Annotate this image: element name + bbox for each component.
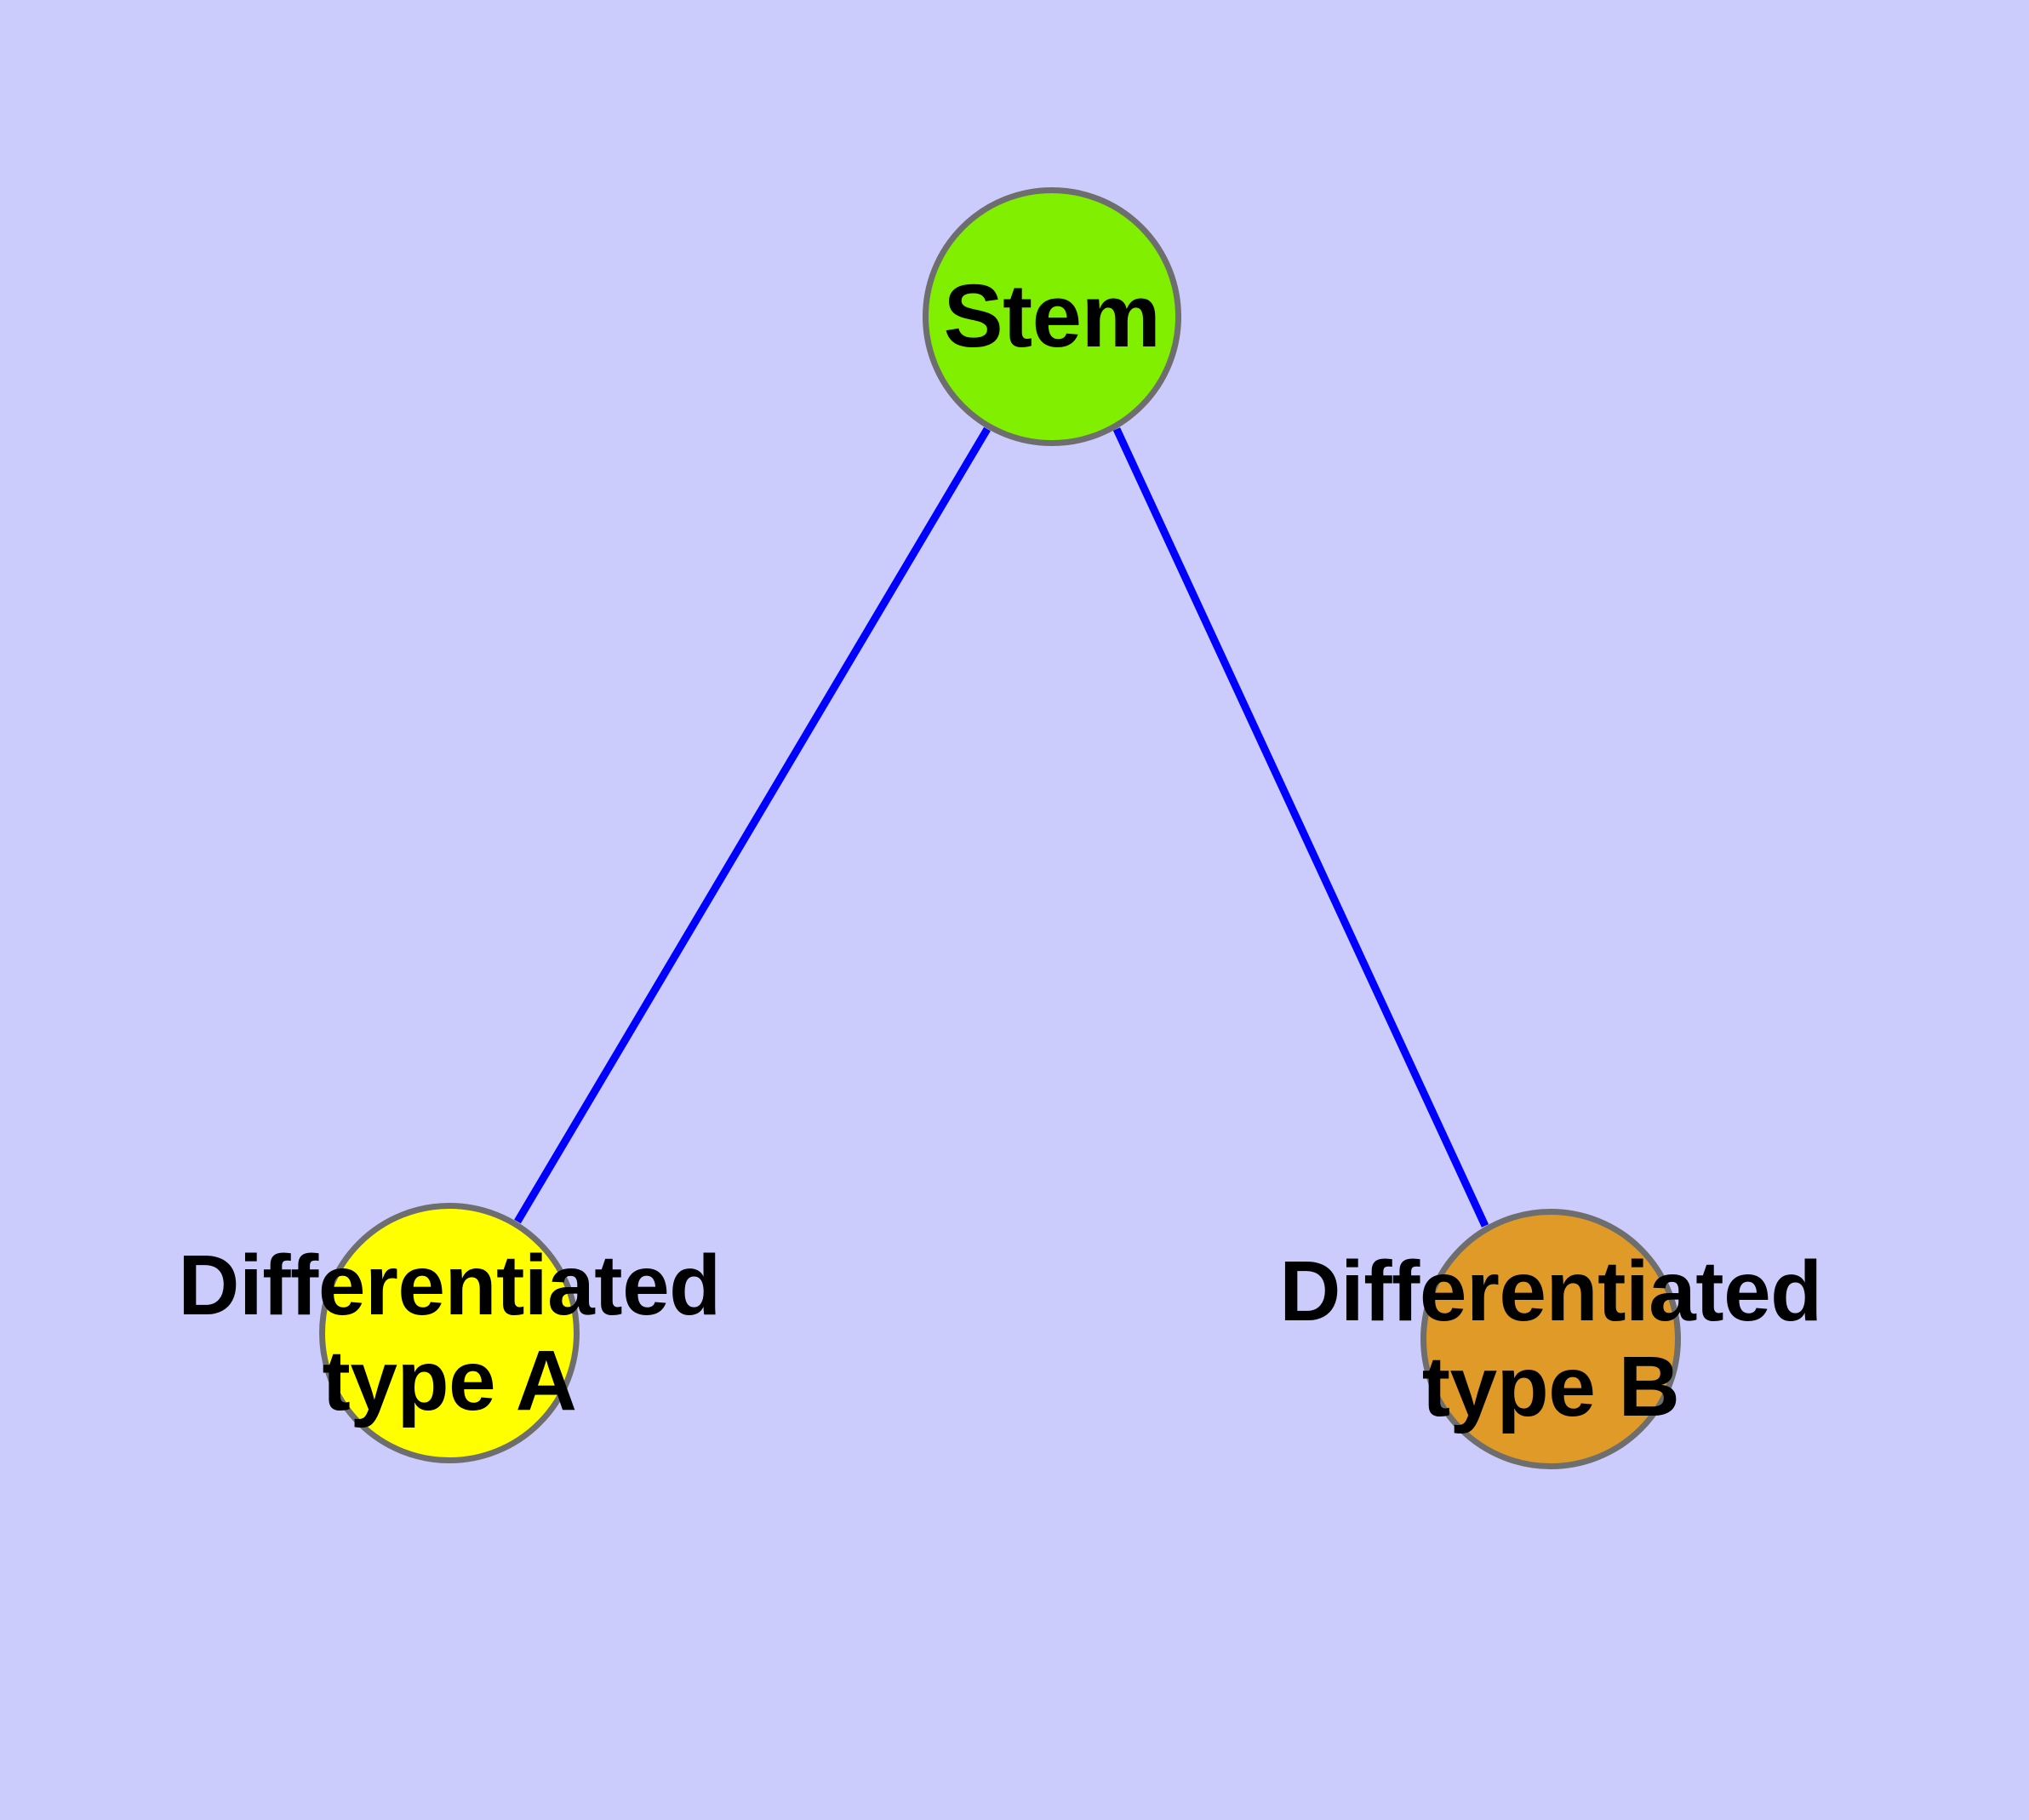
graph-edge <box>514 426 991 1224</box>
node-differentiated-type-b[interactable] <box>1420 1209 1681 1469</box>
node-label-stem-line-1: Stem <box>943 266 1161 367</box>
edges-group <box>514 426 1489 1228</box>
node-label-differentiated-type-a-line-2: type A <box>322 1333 577 1428</box>
node-label-differentiated-type-b-line-2: type B <box>1421 1339 1680 1434</box>
node-stem[interactable] <box>923 187 1181 446</box>
graph-edge <box>1112 427 1489 1228</box>
node-label-differentiated-type-a: Differentiated type A <box>178 1238 721 1428</box>
node-label-differentiated-type-a-line-1: Differentiated <box>178 1238 721 1333</box>
node-label-stem: Stem <box>944 266 1161 367</box>
node-label-differentiated-type-b-line-1: Differentiated <box>1279 1244 1822 1339</box>
node-differentiated-type-a[interactable] <box>319 1203 580 1463</box>
node-label-differentiated-type-b: Differentiated type B <box>1279 1244 1822 1434</box>
